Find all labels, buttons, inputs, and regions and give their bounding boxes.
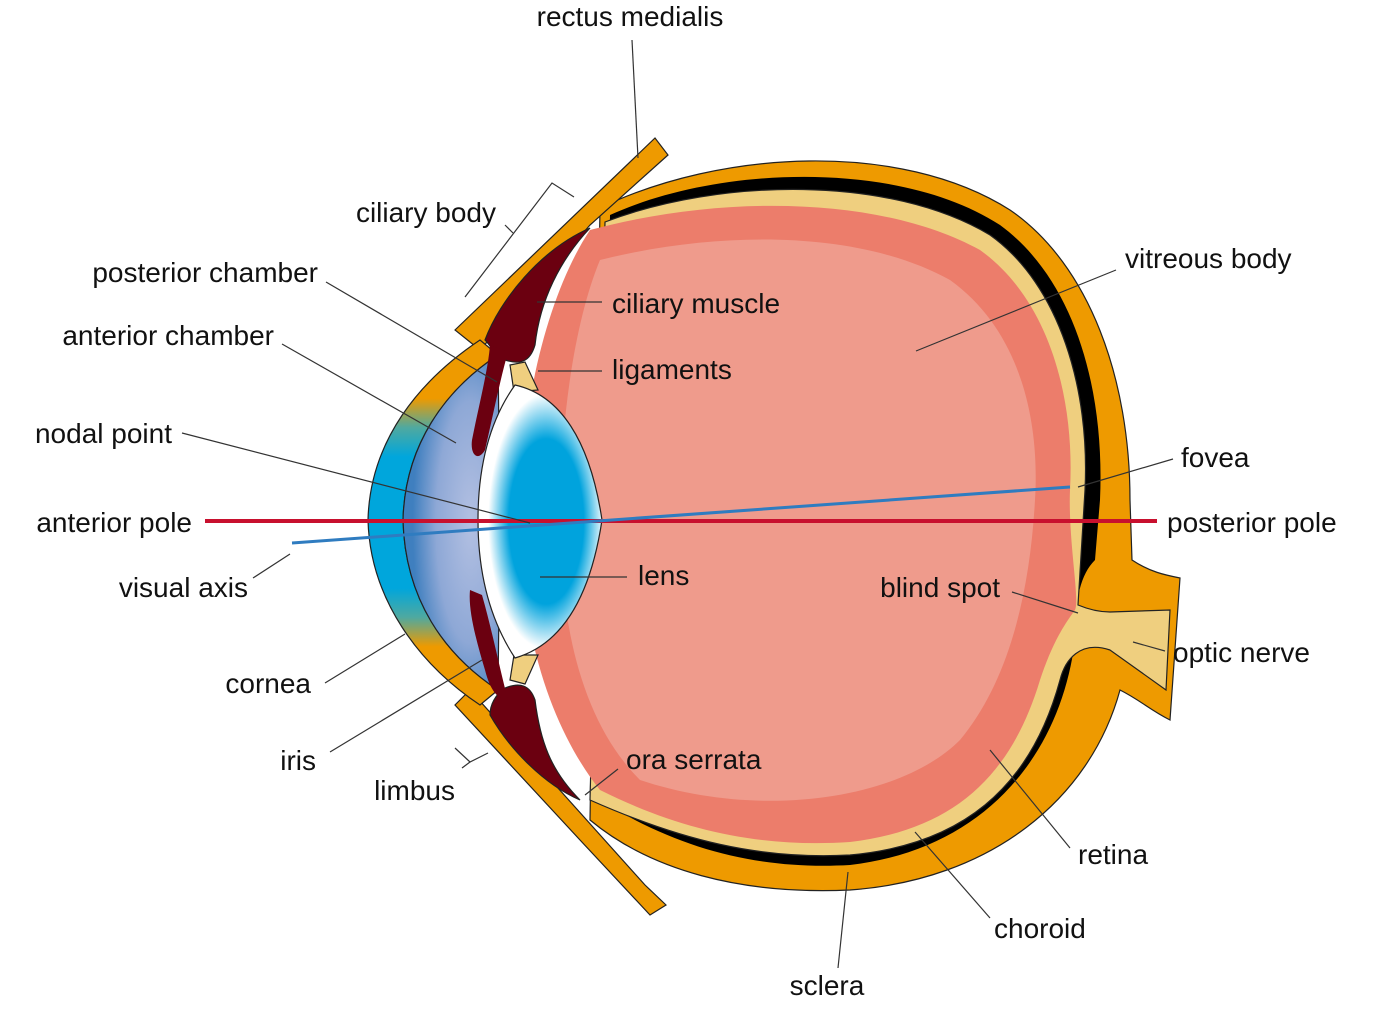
label-blind-spot: blind spot bbox=[880, 572, 1000, 603]
label-retina: retina bbox=[1078, 839, 1148, 870]
label-rectus-medialis: rectus medialis bbox=[537, 1, 724, 32]
label-posterior-chamber: posterior chamber bbox=[92, 257, 318, 288]
label-visual-axis: visual axis bbox=[119, 572, 248, 603]
label-cornea: cornea bbox=[225, 668, 311, 699]
label-fovea: fovea bbox=[1181, 442, 1250, 473]
label-ligaments: ligaments bbox=[612, 354, 732, 385]
label-anterior-chamber: anterior chamber bbox=[62, 320, 274, 351]
label-limbus: limbus bbox=[374, 775, 455, 806]
ciliary-muscle-lower bbox=[489, 684, 581, 801]
label-ciliary-muscle: ciliary muscle bbox=[612, 288, 780, 319]
label-ciliary-body: ciliary body bbox=[356, 197, 496, 228]
label-vitreous-body: vitreous body bbox=[1125, 243, 1292, 274]
ligaments-lower bbox=[509, 654, 539, 685]
lower-muscle-strip bbox=[454, 689, 667, 916]
label-anterior-pole: anterior pole bbox=[36, 507, 192, 538]
label-sclera: sclera bbox=[790, 970, 865, 1001]
visual-axis-line bbox=[291, 485, 1071, 545]
label-iris: iris bbox=[280, 745, 316, 776]
label-posterior-pole: posterior pole bbox=[1167, 507, 1337, 538]
label-optic-nerve: optic nerve bbox=[1173, 637, 1310, 668]
label-lens: lens bbox=[638, 560, 689, 591]
leader-lines bbox=[181, 39, 1174, 969]
label-ora-serrata: ora serrata bbox=[626, 744, 762, 775]
label-nodal-point: nodal point bbox=[35, 418, 172, 449]
iris-lower bbox=[469, 590, 508, 700]
label-choroid: choroid bbox=[994, 913, 1086, 944]
ligaments-upper bbox=[509, 361, 539, 393]
iris-upper bbox=[471, 345, 508, 457]
